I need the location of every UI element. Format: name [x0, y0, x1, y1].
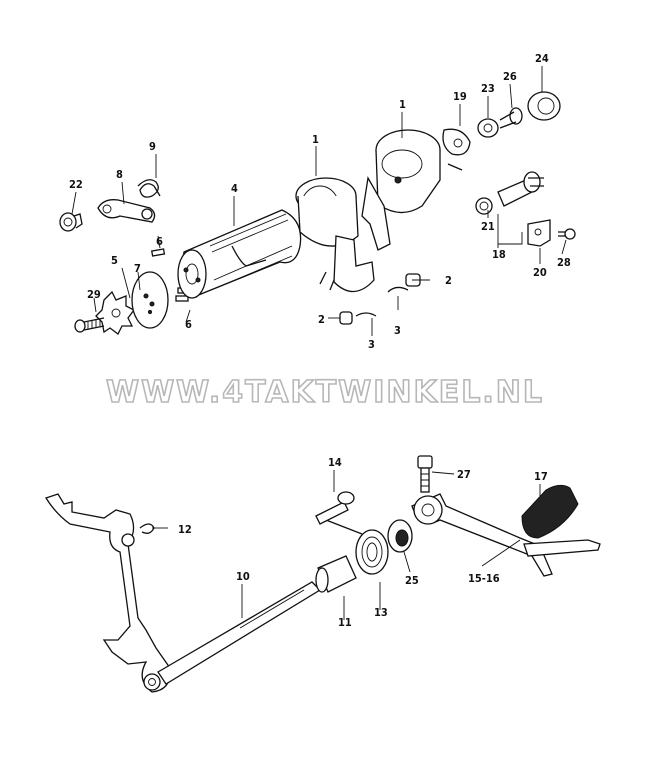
- part-12-circlip: [139, 523, 155, 534]
- part-15-16-gearshift-pedal: [411, 493, 601, 577]
- part-19-clip: [442, 128, 471, 171]
- part-1-shift-fork-left: [295, 177, 375, 293]
- part-9-spring: [137, 179, 161, 198]
- part-4-shift-drum: [177, 209, 302, 299]
- label-3: 3: [394, 324, 401, 337]
- label-12: 12: [178, 523, 192, 536]
- part-14-bolt: [315, 491, 355, 525]
- label-2: 2: [318, 313, 325, 326]
- part-8-stopper-lever: [97, 199, 156, 223]
- label-19: 19: [453, 90, 467, 103]
- label-4: 4: [231, 182, 238, 195]
- part-3-clip-lower: [355, 312, 377, 317]
- label-26: 26: [503, 70, 517, 83]
- label-13: 13: [374, 606, 388, 619]
- label-3: 3: [368, 338, 375, 351]
- label-22: 22: [69, 178, 83, 191]
- part-23-washer: [477, 118, 499, 138]
- label-1: 1: [312, 133, 319, 146]
- part-22-bolt: [59, 212, 83, 232]
- label-20: 20: [533, 266, 547, 279]
- label-11: 11: [338, 616, 352, 629]
- label-1: 1: [399, 98, 406, 111]
- label-25: 25: [405, 574, 419, 587]
- part-6-pin-upper: [150, 248, 166, 257]
- label-8: 8: [116, 168, 123, 181]
- part-29-screw: [74, 317, 105, 333]
- part-2-roller-lower: [339, 311, 353, 325]
- label-29: 29: [87, 288, 101, 301]
- label-17: 17: [534, 470, 548, 483]
- part-25-oil-seal: [387, 519, 413, 553]
- watermark: WWW.4TAKTWINKEL.NL: [106, 375, 544, 410]
- part-26-bolt: [499, 107, 523, 129]
- part-21-o-ring: [475, 197, 493, 215]
- label-18: 18: [492, 248, 506, 261]
- leader-lines: [71, 66, 567, 620]
- part-20-bracket: [527, 219, 551, 247]
- label-24: 24: [535, 52, 549, 65]
- label-7: 7: [134, 262, 141, 275]
- part-11-bushing: [315, 555, 357, 593]
- label-15-16: 15-16: [468, 572, 500, 585]
- label-27: 27: [457, 468, 471, 481]
- part-5-star-plate: [95, 290, 135, 335]
- part-24-cap: [527, 91, 561, 121]
- part-13-return-spring: [325, 519, 389, 575]
- part-7-plate: [131, 271, 169, 329]
- label-10: 10: [236, 570, 250, 583]
- label-14: 14: [328, 456, 342, 469]
- part-17-pedal-rubber: [521, 484, 579, 539]
- label-28: 28: [557, 256, 571, 269]
- part-27-bolt: [417, 455, 433, 493]
- label-23: 23: [481, 82, 495, 95]
- label-6: 6: [185, 318, 192, 331]
- label-6: 6: [156, 235, 163, 248]
- part-1-shift-fork-right: [361, 129, 441, 251]
- label-2: 2: [445, 274, 452, 287]
- part-3-clip-upper: [387, 286, 409, 293]
- part-18-pivot-bolt: [497, 171, 544, 207]
- label-21: 21: [481, 220, 495, 233]
- part-28-screw: [558, 228, 576, 240]
- label-5: 5: [111, 254, 118, 267]
- label-9: 9: [149, 140, 156, 153]
